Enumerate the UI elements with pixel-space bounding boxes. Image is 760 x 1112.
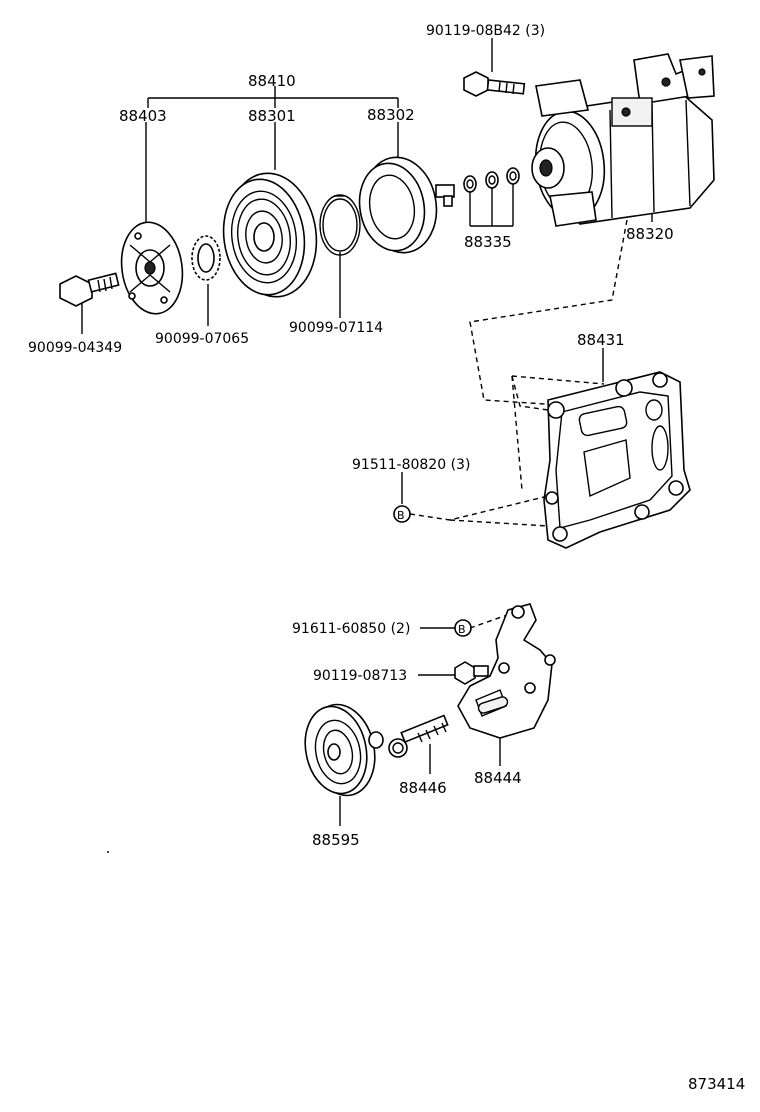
pulley-88301 bbox=[222, 172, 318, 298]
compressor-88320 bbox=[531, 53, 715, 227]
callout-b-upper bbox=[393, 505, 411, 523]
label-88595: 88595 bbox=[312, 831, 360, 849]
label-90099-07114: 90099-07114 bbox=[289, 320, 383, 336]
part-labels: 90119-08B42 (3) 88410 88403 88301 88302 … bbox=[28, 23, 745, 1093]
tensioner-bracket-88444 bbox=[457, 603, 556, 739]
label-88320: 88320 bbox=[626, 225, 674, 243]
assembly-dashed-lines bbox=[409, 219, 628, 629]
label-88446: 88446 bbox=[399, 779, 447, 797]
bracket-88431 bbox=[543, 371, 691, 549]
label-88410: 88410 bbox=[248, 72, 296, 90]
label-90119-08713: 90119-08713 bbox=[313, 668, 407, 684]
callout-b-lower-text: B bbox=[458, 623, 466, 636]
label-88444: 88444 bbox=[474, 769, 522, 787]
label-90119-08b42: 90119-08B42 (3) bbox=[426, 23, 545, 39]
bolt-90099-04349 bbox=[59, 272, 120, 307]
washer-90099-07065 bbox=[191, 235, 221, 281]
label-91611-60850: 91611-60850 (2) bbox=[292, 621, 410, 637]
label-91511-80820: 91511-80820 (3) bbox=[352, 457, 470, 473]
clutch-plate-88403 bbox=[120, 221, 184, 315]
bolt-90119-08b42 bbox=[463, 71, 526, 97]
label-88431: 88431 bbox=[577, 331, 625, 349]
callout-b-upper-text: B bbox=[397, 509, 405, 522]
diagram-id: 873414 bbox=[688, 1075, 745, 1093]
label-88301: 88301 bbox=[248, 107, 296, 125]
label-88302: 88302 bbox=[367, 106, 415, 124]
label-88335: 88335 bbox=[464, 233, 512, 251]
bolt-88446 bbox=[388, 714, 449, 758]
bolt-90119-08713 bbox=[454, 661, 489, 685]
label-90099-04349: 90099-04349 bbox=[28, 340, 122, 356]
idler-pulley-88595 bbox=[304, 703, 384, 797]
label-90099-07065: 90099-07065 bbox=[155, 331, 249, 347]
field-coil-88302 bbox=[358, 156, 455, 254]
snap-ring-90099-07114 bbox=[319, 194, 361, 256]
stray-dot bbox=[107, 851, 109, 853]
label-88403: 88403 bbox=[119, 107, 167, 125]
callout-b-lower bbox=[454, 619, 472, 637]
shims-88335 bbox=[463, 167, 520, 193]
